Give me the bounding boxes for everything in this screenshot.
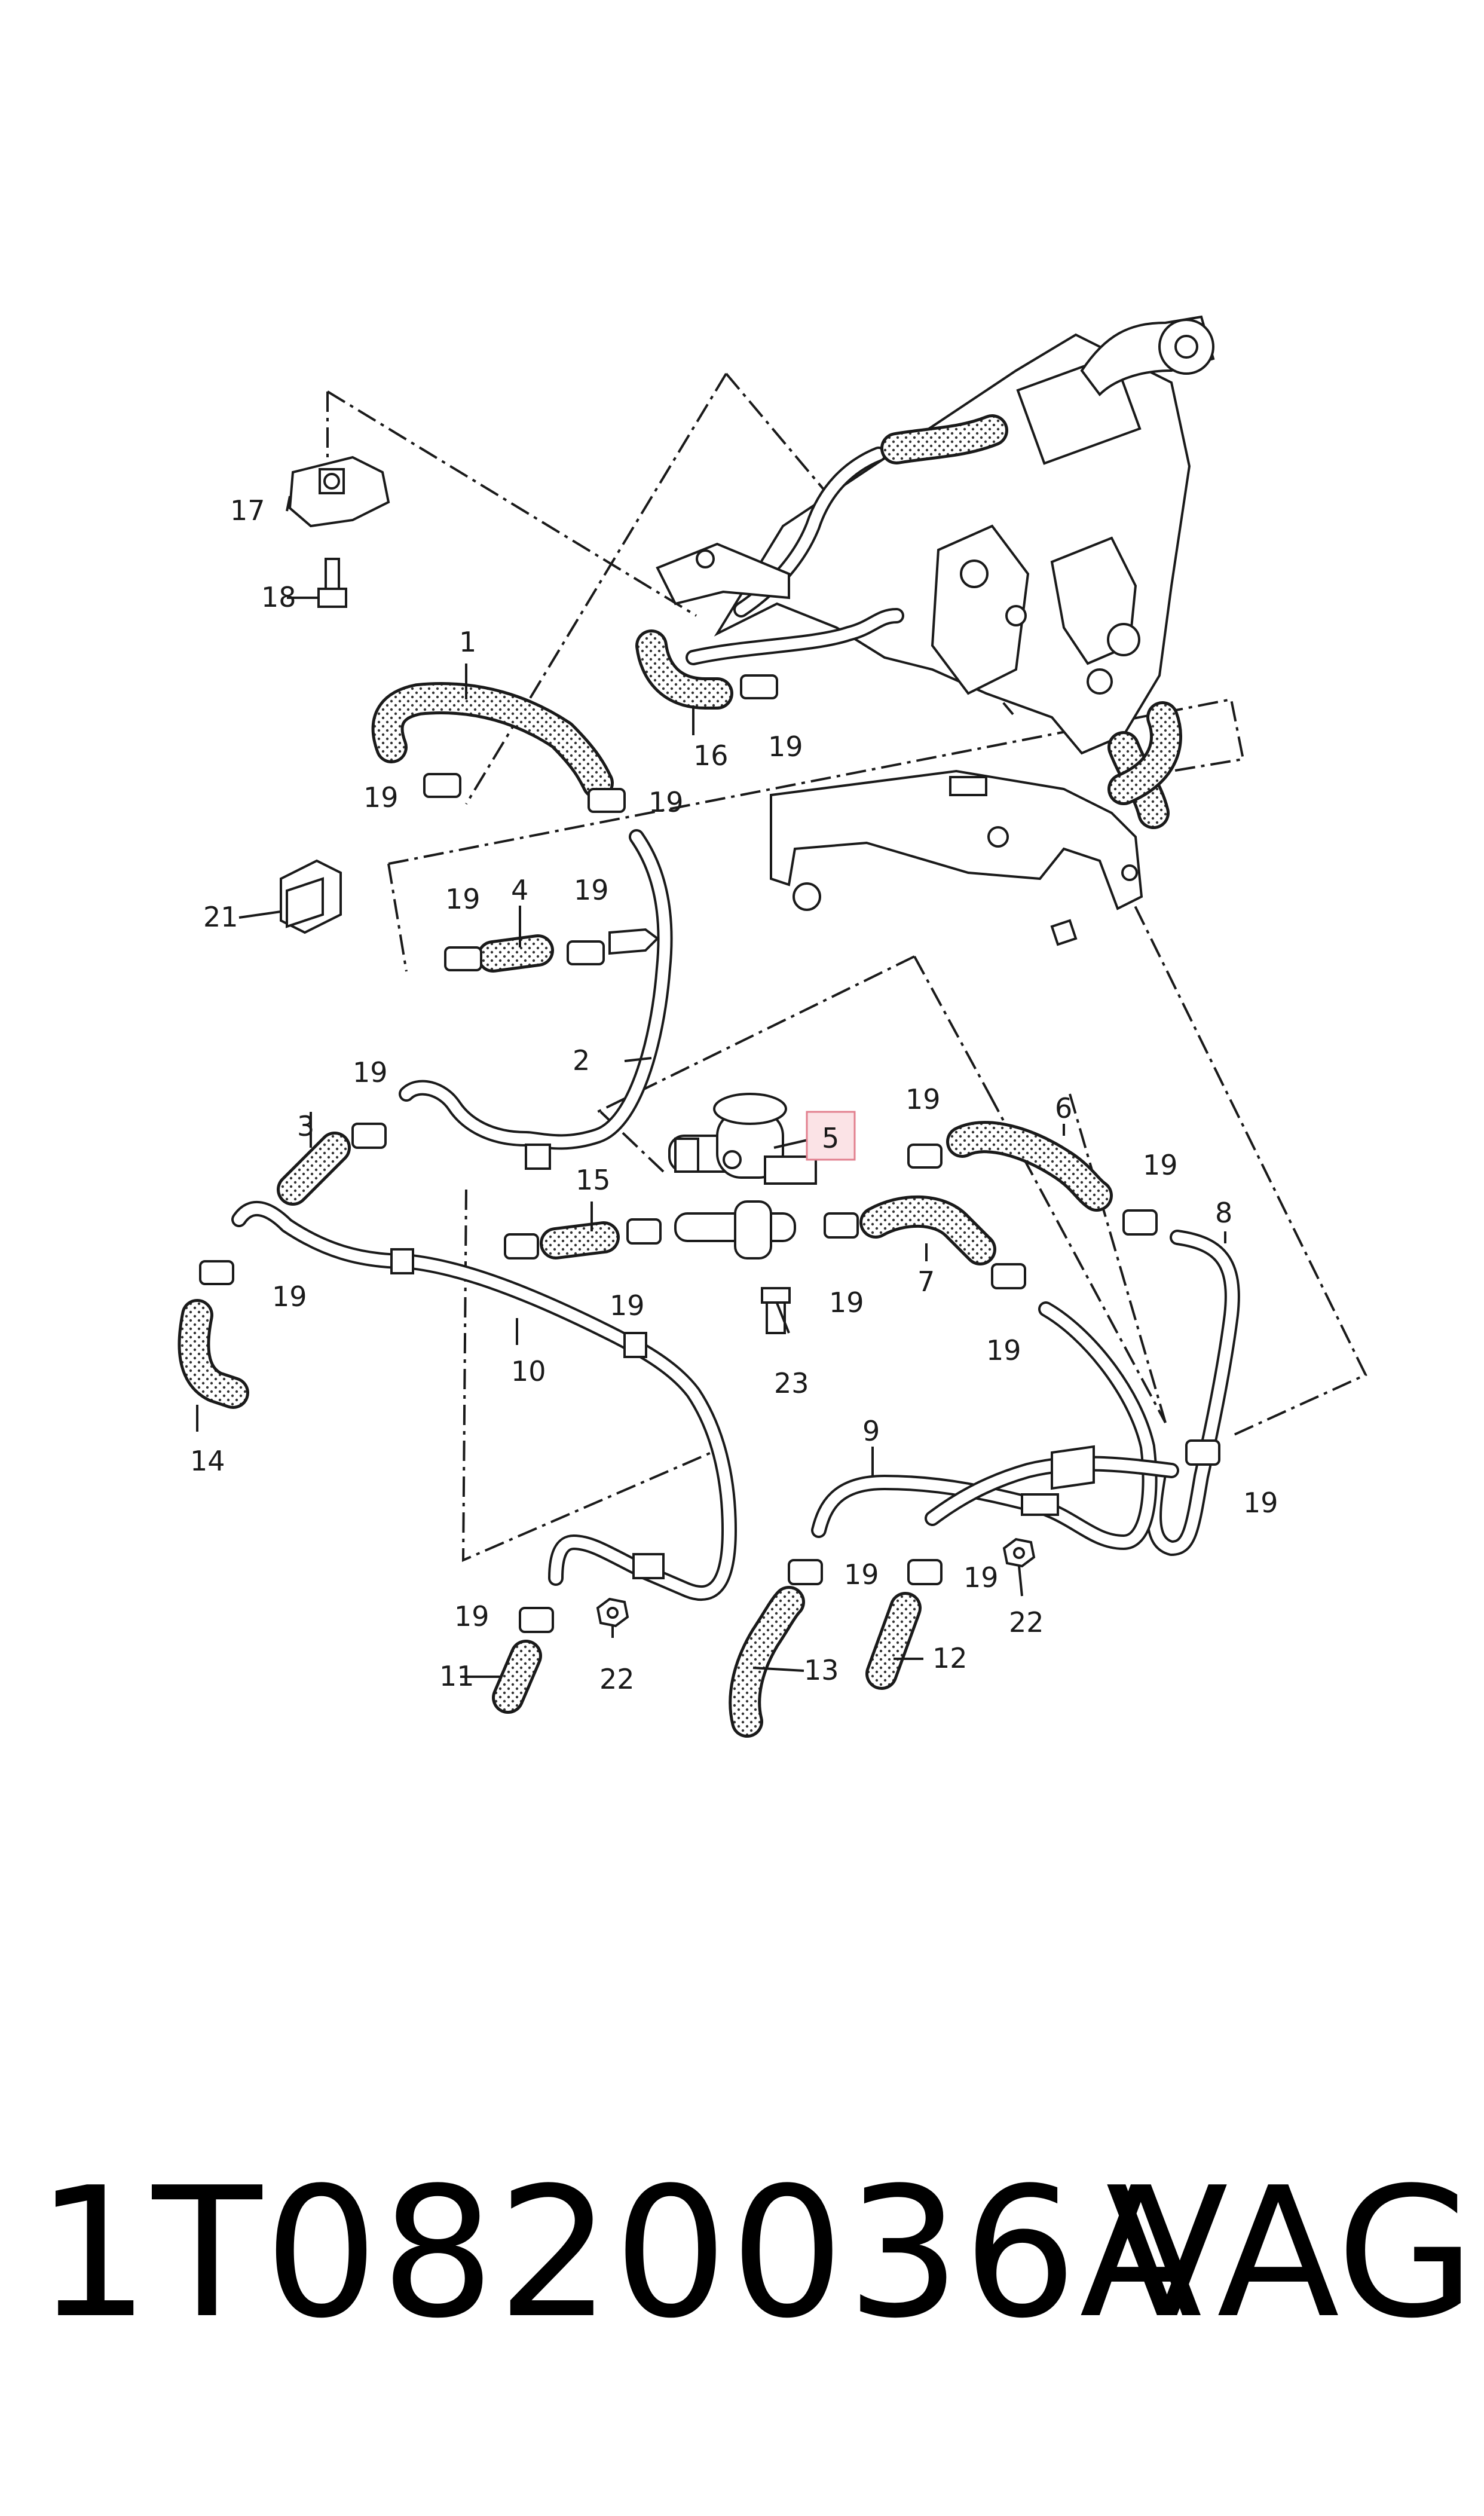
bracket-17	[288, 455, 390, 528]
callout-11: 11	[439, 1660, 475, 1692]
callout-13: 13	[804, 1654, 839, 1686]
clamps-19	[199, 674, 1220, 1633]
callout-7: 7	[917, 1265, 935, 1298]
valve-5	[668, 1093, 817, 1185]
t-fitting	[674, 1200, 796, 1259]
callout-5: 5	[822, 1122, 839, 1154]
bolt-18	[317, 558, 347, 608]
callout-14: 14	[190, 1445, 225, 1477]
callout-22-a: 22	[599, 1663, 635, 1695]
leader-lines	[196, 496, 1226, 1678]
callout-12: 12	[932, 1642, 968, 1674]
footer: 1T0820036A VAG	[36, 2149, 1475, 2358]
callout-8: 8	[1215, 1197, 1232, 1229]
callout-19-p: 19	[454, 1600, 489, 1633]
callout-23: 23	[774, 1367, 809, 1399]
callout-1: 1	[459, 626, 476, 658]
hose-4	[477, 928, 660, 973]
callout-4: 4	[511, 874, 528, 906]
callout-18: 18	[261, 581, 296, 613]
pipe-9	[811, 1301, 1179, 1550]
callout-2: 2	[573, 1044, 590, 1077]
callout-9: 9	[862, 1415, 880, 1447]
callout-19-g: 19	[272, 1280, 307, 1313]
hose-14	[178, 1299, 249, 1409]
hose-7	[859, 1195, 996, 1265]
hose-11	[492, 1640, 542, 1714]
callout-19-b: 19	[768, 730, 803, 763]
callout-6: 6	[1055, 1092, 1072, 1124]
callout-19-m: 19	[1243, 1487, 1278, 1519]
part-number: 1T0820036A	[36, 2149, 1205, 2358]
callout-15: 15	[576, 1164, 611, 1196]
clip-21	[280, 859, 342, 934]
hose-1	[371, 682, 614, 799]
hose-13	[729, 1586, 805, 1738]
callout-21: 21	[203, 901, 238, 933]
nut-22a	[596, 1597, 629, 1628]
callout-19-o: 19	[963, 1561, 999, 1594]
callout-19-l: 19	[986, 1334, 1021, 1366]
callout-19-i: 19	[829, 1286, 864, 1319]
callout-19-f: 19	[353, 1056, 388, 1089]
callout-10: 10	[511, 1355, 546, 1387]
nut-22b	[1002, 1537, 1036, 1568]
pipe-2	[399, 829, 673, 1170]
callout-16: 16	[693, 739, 729, 772]
callout-19-k: 19	[1143, 1149, 1178, 1181]
hose-15	[540, 1221, 620, 1259]
callout-19-a: 19	[363, 781, 399, 814]
callout-19-c: 19	[648, 786, 684, 818]
hose-6	[946, 1121, 1113, 1212]
highlight-5	[806, 1111, 856, 1161]
callout-labels: 1 2 3 4 5 6 7 8 9 10 11 12 13 14 15 16 1…	[190, 494, 1278, 1695]
callout-19-h: 19	[610, 1289, 645, 1322]
pipe-10	[231, 1201, 737, 1601]
callout-19-n: 19	[844, 1558, 879, 1591]
pipe-8	[1146, 1230, 1240, 1556]
bolt-23	[761, 1287, 791, 1334]
callout-22-b: 22	[1009, 1606, 1044, 1638]
callout-19-d: 19	[445, 883, 481, 915]
callout-17: 17	[230, 494, 265, 527]
callout-19-e: 19	[574, 874, 609, 906]
callout-19-j: 19	[905, 1083, 941, 1115]
callout-3: 3	[297, 1110, 314, 1142]
brand-label: VAG	[1106, 2149, 1476, 2358]
engine-assembly	[656, 315, 1215, 946]
hose-16	[635, 629, 733, 710]
hose-12	[865, 1592, 922, 1690]
hose-3	[277, 1132, 351, 1206]
